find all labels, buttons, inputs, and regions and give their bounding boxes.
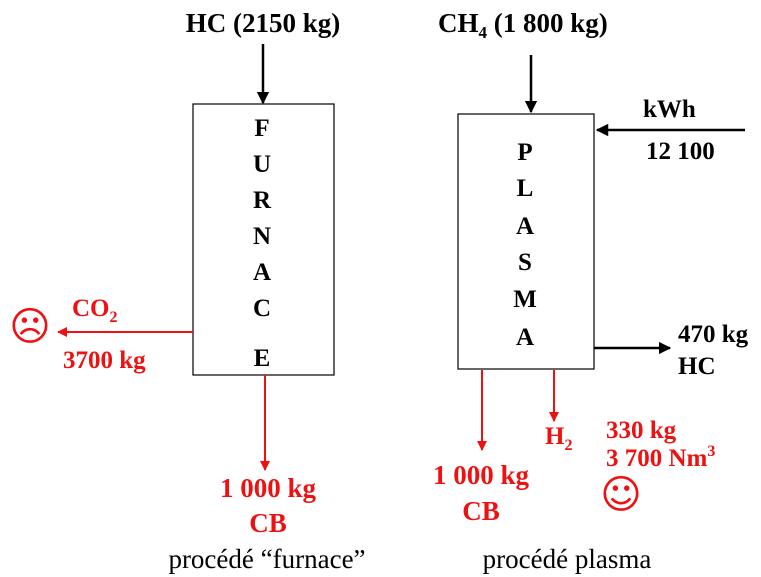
plasma-caption: procédé plasma bbox=[483, 544, 652, 574]
plasma-letter: P bbox=[517, 139, 532, 166]
plasma-h2-mass: 330 kg bbox=[606, 417, 677, 444]
furnace-letter: F bbox=[254, 115, 269, 142]
plasma-letter: A bbox=[516, 324, 534, 351]
furnace-cb-mass: 1 000 kg bbox=[220, 473, 317, 503]
plasma-h2-label: H2 bbox=[545, 423, 572, 454]
furnace-letter: N bbox=[253, 223, 271, 250]
furnace-caption: procédé “furnace” bbox=[168, 544, 365, 574]
plasma-letter: A bbox=[516, 213, 534, 240]
plasma-cb-label: CB bbox=[462, 496, 500, 526]
plasma-hc-label: HC bbox=[678, 353, 716, 380]
plasma-letter: M bbox=[513, 286, 537, 313]
plasma-h2-volume: 3 700 Nm3 bbox=[606, 443, 715, 472]
furnace-box bbox=[192, 103, 335, 376]
furnace-cb-label: CB bbox=[249, 508, 287, 538]
plasma-energy-value: 12 100 bbox=[646, 138, 715, 165]
furnace-co2-mass: 3700 kg bbox=[63, 347, 146, 374]
furnace-letter: E bbox=[254, 345, 271, 372]
furnace-letters: F U R N A C E bbox=[253, 115, 272, 372]
plasma-input-label: CH4 (1 800 kg) bbox=[438, 8, 608, 42]
plasma-box bbox=[457, 113, 595, 370]
plasma-letter: L bbox=[517, 175, 534, 202]
furnace-process: HC (2150 kg) F U R N A C E CO2 3700 kg ☹… bbox=[9, 8, 365, 574]
plasma-letters: P L A S M A bbox=[513, 139, 537, 351]
plasma-letter: S bbox=[518, 249, 532, 276]
plasma-process: CH4 (1 800 kg) P L A S M A kWh 12 100 47… bbox=[433, 8, 749, 574]
sad-face-icon: ☹ bbox=[9, 304, 51, 350]
plasma-energy-unit: kWh bbox=[643, 96, 696, 123]
furnace-letter: C bbox=[253, 295, 271, 322]
furnace-input-label: HC (2150 kg) bbox=[186, 8, 341, 38]
furnace-letter: A bbox=[253, 259, 271, 286]
furnace-co2-label: CO2 bbox=[72, 295, 118, 326]
furnace-letter: R bbox=[253, 187, 272, 214]
happy-face-icon: ☺ bbox=[600, 472, 642, 518]
plasma-hc-mass: 470 kg bbox=[678, 321, 749, 348]
furnace-letter: U bbox=[253, 151, 271, 178]
plasma-cb-mass: 1 000 kg bbox=[433, 460, 530, 490]
